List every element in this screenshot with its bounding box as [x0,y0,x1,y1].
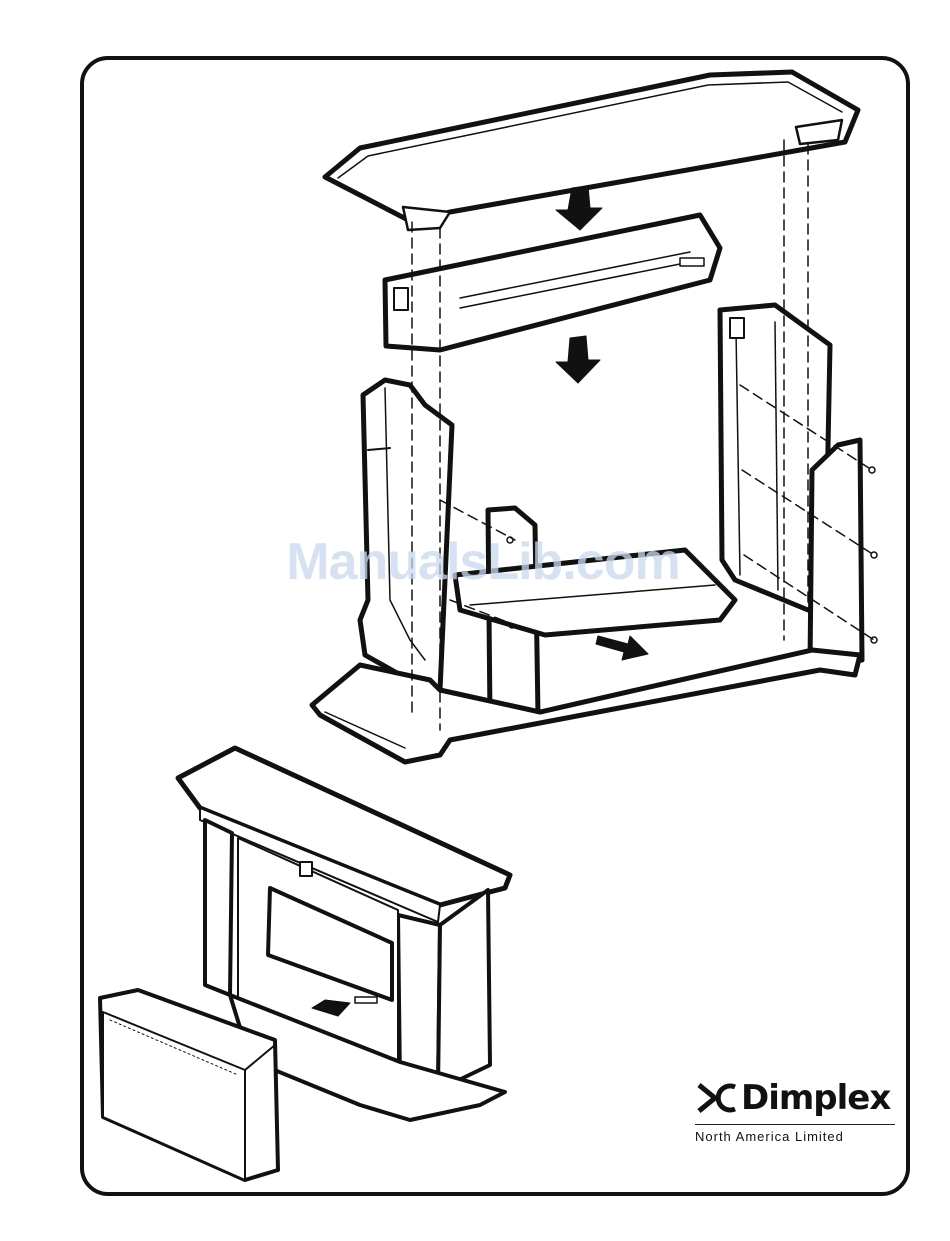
dimplex-mark-icon [695,1081,739,1115]
right-side-panel [810,440,877,665]
brand-subtitle: North America Limited [695,1129,900,1144]
arrow-forward-shelf [596,636,648,660]
watermark: ManualsLib.com [268,532,698,592]
brand-divider [695,1124,895,1125]
brand-logo: Dimplex North America Limited [695,1078,900,1144]
mantel-top [325,72,858,230]
arrow-down-middle [556,336,600,383]
brand-name: Dimplex [741,1078,890,1118]
header-panel [385,215,720,350]
